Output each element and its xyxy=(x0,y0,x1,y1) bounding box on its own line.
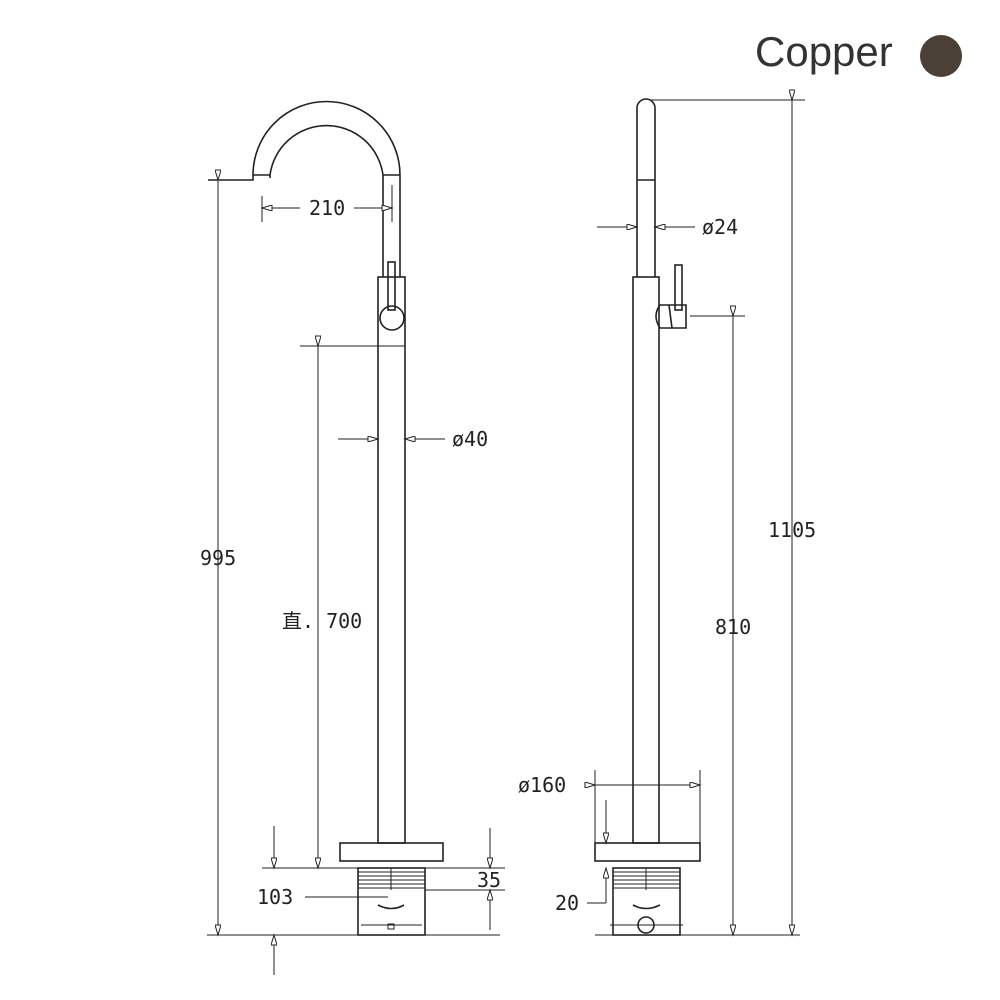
dim-handle-height: 810 xyxy=(715,615,751,639)
finish-swatch xyxy=(920,35,962,77)
base-plate xyxy=(339,842,444,862)
handle-lever-side xyxy=(674,264,683,311)
handle-knob xyxy=(379,305,405,331)
dim-spout-reach: 210 xyxy=(309,196,345,220)
base-plate-side xyxy=(594,842,701,862)
cartridge-side xyxy=(610,867,683,936)
finish-label: Copper xyxy=(755,28,893,75)
dim-front-height: 995 xyxy=(200,546,236,570)
handle-lever xyxy=(387,261,396,311)
side-view: 1105 810 ø24 ø160 20 xyxy=(518,99,816,935)
body-tube xyxy=(377,276,406,844)
front-view: 995 210 直. 700 ø40 35 103 xyxy=(200,100,505,975)
dim-cartridge-height: 35 xyxy=(477,868,501,892)
body-tube-side xyxy=(632,276,660,844)
dim-side-height: 1105 xyxy=(768,518,816,542)
dim-base-diameter: ø160 xyxy=(518,773,566,797)
cartridge xyxy=(357,867,426,936)
spout xyxy=(208,100,401,277)
dim-base-height: 103 xyxy=(257,885,293,909)
dim-plate-gap: 20 xyxy=(555,891,579,915)
dim-body-diameter: ø40 xyxy=(452,427,488,451)
dim-body-length: 直. 700 xyxy=(282,609,362,633)
dim-spout-diameter: ø24 xyxy=(702,215,738,239)
handle-block-side xyxy=(655,304,687,329)
spout-side xyxy=(636,98,656,277)
